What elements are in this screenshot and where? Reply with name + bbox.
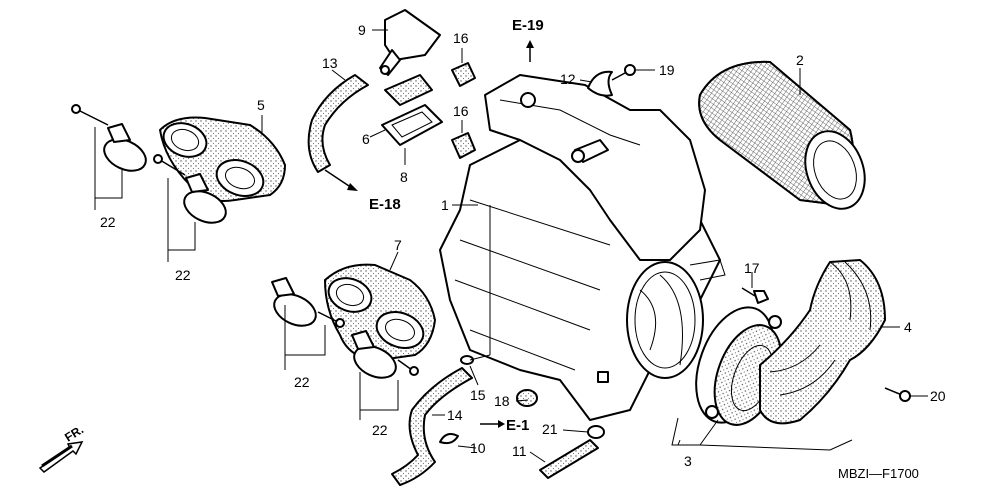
front-direction-arrow xyxy=(38,441,84,473)
callout-9: 9 xyxy=(358,22,366,38)
callout-14: 14 xyxy=(447,407,463,423)
band-screw-upper-1 xyxy=(71,104,147,172)
callout-10: 10 xyxy=(470,440,486,456)
callout-2: 2 xyxy=(796,52,804,68)
rubber-cap-1 xyxy=(451,62,476,87)
ref-arrow-e19 xyxy=(526,40,534,62)
air-filter-element xyxy=(698,60,866,210)
callout-12: 12 xyxy=(560,71,576,87)
band-screw-lower-2 xyxy=(351,330,419,379)
callout-4: 4 xyxy=(904,319,912,335)
ref-label-e18: E-18 xyxy=(369,196,401,213)
callout-22b: 22 xyxy=(175,267,191,283)
breather-separator xyxy=(379,9,441,76)
screw-20 xyxy=(884,387,911,402)
callout-21: 21 xyxy=(542,421,558,437)
intake-duct xyxy=(759,259,886,425)
callout-22a: 22 xyxy=(100,214,116,230)
band-screw-upper-2 xyxy=(153,154,227,224)
leader-lines xyxy=(94,29,928,463)
callout-17: 17 xyxy=(744,260,760,276)
air-cleaner-housing xyxy=(439,74,726,421)
breather-tube-lower xyxy=(391,367,473,486)
connecting-tube-upper xyxy=(159,116,286,202)
ref-arrow-e18 xyxy=(324,169,358,191)
callout-1: 1 xyxy=(441,197,449,213)
clip-10 xyxy=(439,433,459,445)
bolt-17 xyxy=(741,287,769,304)
callout-7: 7 xyxy=(394,237,402,253)
callout-19: 19 xyxy=(659,62,675,78)
screw-19 xyxy=(611,64,636,81)
callout-3: 3 xyxy=(684,453,692,469)
drain-tube-11 xyxy=(539,439,599,479)
callout-15: 15 xyxy=(470,387,486,403)
callout-16b: 16 xyxy=(453,103,469,119)
callout-16a: 16 xyxy=(453,30,469,46)
clip-15 xyxy=(460,355,474,365)
callout-5: 5 xyxy=(257,97,265,113)
diagram-code: MBZI—F1700 xyxy=(838,466,919,481)
callout-22c: 22 xyxy=(294,374,310,390)
clip-21 xyxy=(587,425,605,439)
ref-label-e19: E-19 xyxy=(512,17,544,34)
rubber-cap-2 xyxy=(451,132,476,159)
clip-12 xyxy=(587,70,613,97)
callout-22d: 22 xyxy=(372,422,388,438)
callout-11: 11 xyxy=(512,443,527,459)
callout-13: 13 xyxy=(322,55,338,71)
callout-20: 20 xyxy=(930,388,946,404)
callout-6: 6 xyxy=(362,131,370,147)
callout-18: 18 xyxy=(494,393,510,409)
breather-tube-upper xyxy=(307,74,369,173)
cap-18 xyxy=(516,389,538,407)
ref-arrow-e1 xyxy=(480,420,505,428)
separator-seal xyxy=(384,74,433,106)
connecting-tube-lower xyxy=(324,263,436,361)
callout-8: 8 xyxy=(400,169,408,185)
separator-cover xyxy=(381,104,443,146)
ref-label-e1: E-1 xyxy=(506,417,529,434)
